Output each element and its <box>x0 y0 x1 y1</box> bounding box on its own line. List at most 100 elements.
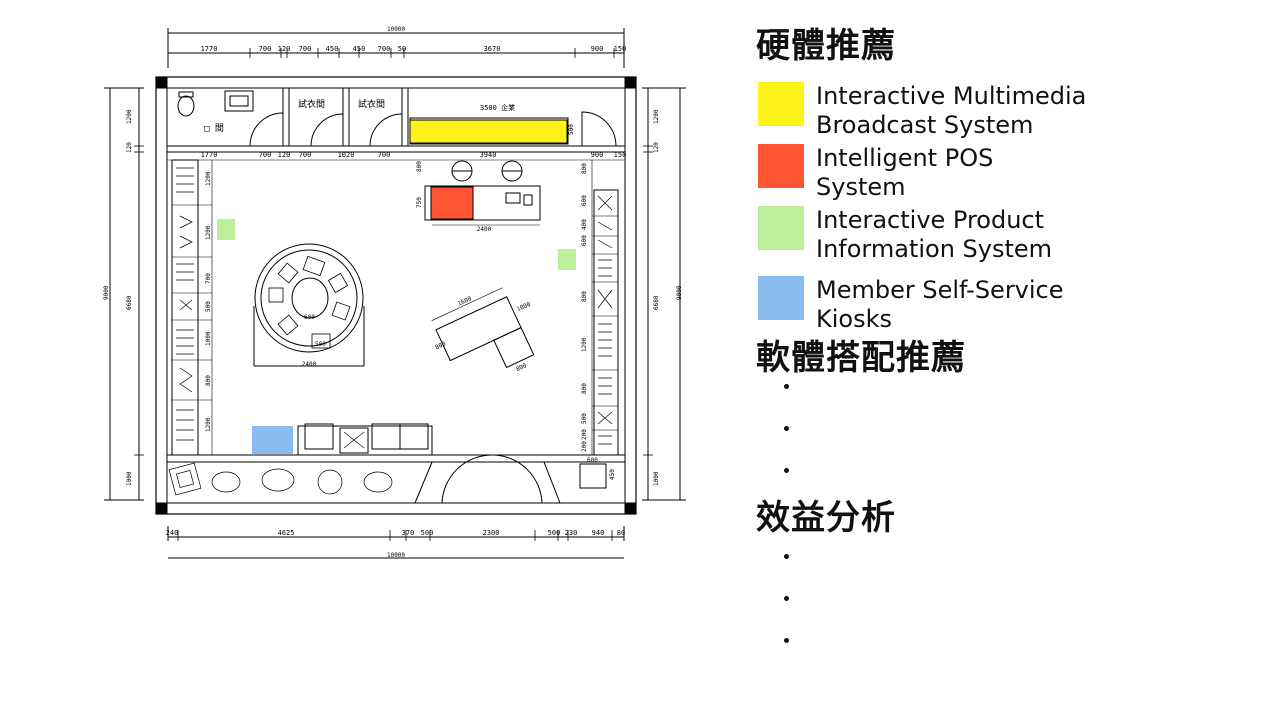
dim-inner-8: 900 <box>591 151 604 159</box>
dim-inner-5: 1020 <box>338 151 355 159</box>
legend-swatch-yellow <box>758 82 804 126</box>
table-inner: 600 <box>304 314 315 321</box>
table-seat: 500 <box>315 341 326 348</box>
bullet-icon <box>784 426 789 431</box>
dim-bottom-9: 80 <box>617 529 625 537</box>
dim-bottom-1: 240 <box>166 529 179 537</box>
dim-right-inner-3: 6680 <box>653 295 660 310</box>
legend-item-pos: Intelligent POS System <box>756 144 1276 206</box>
list-item <box>756 550 1276 592</box>
dim-right-inner-4: 1000 <box>653 471 660 486</box>
list-item <box>756 422 1276 464</box>
software-title: 軟體搭配推薦 <box>756 338 966 378</box>
dim-right-outer: 9000 <box>676 285 683 300</box>
dim-right-inner-1: 1200 <box>653 109 660 124</box>
dim-top-2: 700 <box>259 45 272 53</box>
dim-bottom-total: 10000 <box>387 552 405 559</box>
inner-dimension-chain: 1770 700 120 700 1020 700 3940 900 150 <box>201 151 627 159</box>
kiosk-highlight <box>252 426 293 454</box>
left-shelving: 1200 1200 700 500 1000 800 1200 <box>171 159 213 456</box>
dim-top-10: 900 <box>591 45 604 53</box>
recommendation-panel: 硬體推薦 Interactive Multimedia Broadcast Sy… <box>756 24 1276 676</box>
dim-inner-7: 3940 <box>480 151 497 159</box>
list-item <box>756 380 1276 422</box>
dim-right-shelf-4: 800 <box>581 291 588 302</box>
bottom-dimension-chain: 240 4625 370 500 2300 500 230 940 80 100… <box>166 526 625 559</box>
dim-top-11: 150 <box>614 45 627 53</box>
software-bullet-list <box>756 380 1276 506</box>
bullet-icon <box>784 468 789 473</box>
svg-text:□ 間: □ 間 <box>204 123 224 134</box>
angled-display-unit: 1600 800 1000 800 <box>431 287 535 373</box>
dim-left-inner-2: 120 <box>126 142 133 153</box>
benefit-title: 效益分析 <box>756 498 896 538</box>
dim-right-shelf-5: 1200 <box>581 337 588 352</box>
dim-left-inner-3: 6680 <box>126 295 133 310</box>
counter-depth: 500 <box>568 124 575 135</box>
dim-left-outer: 9000 <box>103 285 110 300</box>
legend-item-kiosk: Member Self-Service Kiosks <box>756 276 1276 338</box>
legend-swatch-red <box>758 144 804 188</box>
dim-top-9: 3670 <box>484 45 501 53</box>
dim-top-1: 1770 <box>201 45 218 53</box>
dim-inner-4: 700 <box>299 151 312 159</box>
legend-item-product-info: Interactive Product Information System <box>756 206 1276 268</box>
dim-right-shelf-7: 500 <box>581 413 588 424</box>
dim-left-shelf-1: 1200 <box>205 171 212 186</box>
dim-top-7: 700 <box>378 45 391 53</box>
dim-bottom-8: 940 <box>592 529 605 537</box>
dim-bottom-5: 2300 <box>483 529 500 537</box>
lamp-icon <box>451 160 473 182</box>
display-dim-1: 1600 <box>457 295 473 308</box>
dim-top-5: 450 <box>326 45 339 53</box>
dim-top-6: 450 <box>353 45 366 53</box>
dim-bottom-7: 230 <box>565 529 578 537</box>
list-item <box>756 464 1276 506</box>
legend-label-product-info: Interactive Product Information System <box>816 206 1053 263</box>
entrance-area: 600 450 <box>168 454 616 504</box>
dim-inner-2: 700 <box>259 151 272 159</box>
dim-top-4: 700 <box>299 45 312 53</box>
dim-right-shelf-2: 400 <box>581 219 588 230</box>
dim-left-shelf-7: 1200 <box>205 417 212 432</box>
dim-left-shelf-5: 1000 <box>205 331 212 346</box>
list-item <box>756 592 1276 634</box>
multimedia-highlight <box>409 119 568 144</box>
bullet-icon <box>784 596 789 601</box>
cashier-depth: 750 <box>416 197 423 208</box>
back-rooms: □ 間 試衣間 試衣間 <box>177 88 617 147</box>
dim-right-shelf-9: 200 <box>581 441 588 452</box>
table-width: 2400 <box>302 361 317 368</box>
dim-left-shelf-2: 1200 <box>205 225 212 240</box>
display-dim-2: 800 <box>434 340 447 351</box>
dim-right-shelf-6: 800 <box>581 383 588 394</box>
dim-inner-6: 700 <box>378 151 391 159</box>
dim-right-shelf-8: 200 <box>581 429 588 440</box>
round-display-table: 2400 600 500 <box>253 243 365 368</box>
hardware-title: 硬體推薦 <box>756 26 896 66</box>
multimedia-counter: 3500 企業 500 <box>409 103 575 145</box>
dim-right-inner-2: 120 <box>653 142 660 153</box>
lamp-icon <box>501 160 523 182</box>
left-dimension-chain: 9000 1200 120 6680 1000 <box>103 87 144 501</box>
display-dim-4: 800 <box>515 362 528 373</box>
dim-right-shelf-3: 600 <box>581 235 588 246</box>
dim-left-shelf-6: 800 <box>205 375 212 386</box>
dim-inner-3: 120 <box>278 151 291 159</box>
dim-top-3: 120 <box>278 45 291 53</box>
floor-plan: 10000 1770 700 120 700 450 450 700 50 36… <box>103 26 686 559</box>
kiosk-dim-width: 600 <box>587 457 598 464</box>
right-dimension-chain: 1200 120 6680 1000 9000 <box>642 87 686 501</box>
display-dim-3: 1000 <box>516 301 532 314</box>
dim-inner-1: 1770 <box>201 151 218 159</box>
dim-left-inner-4: 1000 <box>126 471 133 486</box>
dim-inner-9: 150 <box>614 151 627 159</box>
bullet-icon <box>784 638 789 643</box>
fitting-room-label-1: 試衣間 <box>298 98 325 110</box>
bullet-icon <box>784 384 789 389</box>
benefit-bullet-list <box>756 550 1276 676</box>
counter-label: 3500 企業 <box>480 103 515 112</box>
dim-top-8: 50 <box>398 45 406 53</box>
right-shelving: 600 400 600 800 1200 800 500 200 200 800 <box>581 160 619 456</box>
dim-bottom-6: 500 <box>548 529 561 537</box>
